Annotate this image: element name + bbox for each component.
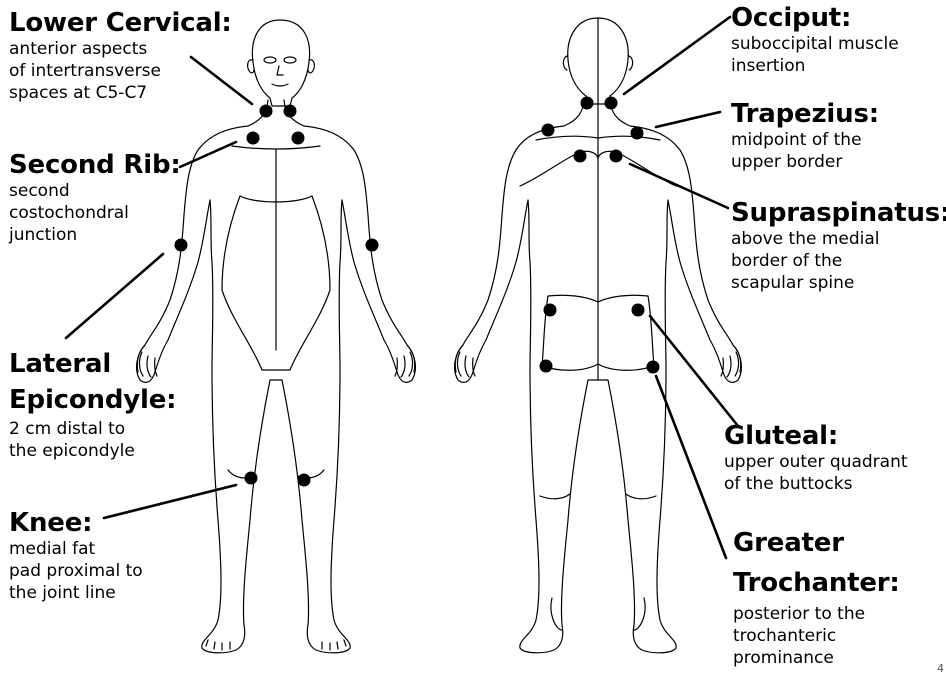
label-description: midpoint of the upper border — [731, 129, 879, 173]
point-trapezius-right — [631, 127, 644, 140]
front-eye-right — [284, 57, 296, 63]
back-heel-right — [634, 598, 645, 630]
leader-greater-trochanter — [656, 376, 726, 558]
back-hand-right — [721, 345, 741, 377]
page-mark: 4 — [937, 662, 944, 675]
front-chest-line — [232, 146, 320, 149]
point-second-rib-right — [292, 132, 305, 145]
label-trapezius: Trapezius: midpoint of the upper border — [731, 99, 879, 173]
front-nose — [277, 66, 283, 75]
front-figure — [137, 20, 416, 653]
leader-second-rib — [180, 142, 236, 167]
point-supraspinatus-left — [574, 150, 587, 163]
point-greater-trochanter-left — [540, 360, 553, 373]
label-title: Second Rib: — [9, 150, 181, 180]
point-supraspinatus-right — [610, 150, 623, 163]
label-title: Occiput: — [731, 3, 899, 33]
point-knee-left — [245, 472, 258, 485]
point-gluteal-right — [632, 304, 645, 317]
front-eye-left — [264, 57, 276, 63]
label-lateral-epicondyle: Lateral Epicondyle: 2 cm distal to the e… — [9, 346, 176, 462]
label-title: Gluteal: — [724, 421, 908, 451]
front-mouth — [272, 84, 288, 86]
front-head — [252, 20, 309, 106]
point-occiput-right — [605, 97, 618, 110]
point-second-rib-left — [247, 132, 260, 145]
label-description: anterior aspects of intertransverse spac… — [9, 38, 232, 104]
point-lateral-epicondyle-right — [366, 239, 379, 252]
leader-trapezius — [656, 112, 720, 127]
point-gluteal-left — [544, 304, 557, 317]
label-gluteal: Gluteal: upper outer quadrant of the but… — [724, 421, 908, 495]
back-knee-right — [626, 494, 656, 499]
label-title: Lower Cervical: — [9, 8, 232, 38]
label-title: Lateral Epicondyle: — [9, 346, 176, 418]
label-description: 2 cm distal to the epicondyle — [9, 418, 176, 462]
point-lower-cervical-right — [284, 105, 297, 118]
back-hand-left — [455, 345, 475, 377]
label-description: upper outer quadrant of the buttocks — [724, 451, 908, 495]
label-description: second costochondral junction — [9, 180, 181, 246]
back-heel-left — [551, 598, 562, 630]
tender-points — [175, 97, 660, 487]
front-toes-left — [206, 640, 230, 650]
leader-occiput — [624, 17, 730, 94]
label-knee: Knee: medial fat pad proximal to the joi… — [9, 508, 143, 604]
point-lower-cervical-left — [260, 105, 273, 118]
point-knee-right — [298, 474, 311, 487]
label-title: Trapezius: — [731, 99, 879, 129]
label-description: above the medial border of the scapular … — [731, 228, 946, 294]
label-lower-cervical: Lower Cervical: anterior aspects of inte… — [9, 8, 232, 104]
label-title: Supraspinatus: — [731, 198, 946, 228]
back-knee-left — [540, 494, 570, 499]
label-occiput: Occiput: suboccipital muscle insertion — [731, 3, 899, 77]
label-title: Knee: — [9, 508, 143, 538]
label-greater-trochanter: Greater Trochanter: posterior to the tro… — [733, 523, 900, 669]
point-trapezius-left — [542, 124, 555, 137]
back-figure — [455, 18, 742, 653]
front-hand-right — [395, 345, 415, 377]
leader-supraspinatus — [630, 164, 728, 208]
label-supraspinatus: Supraspinatus: above the medial border o… — [731, 198, 946, 294]
leader-lateral-epicondyle — [66, 254, 163, 338]
front-toes-right — [322, 640, 346, 650]
point-occiput-left — [581, 97, 594, 110]
point-greater-trochanter-right — [647, 361, 660, 374]
label-description: medial fat pad proximal to the joint lin… — [9, 538, 143, 604]
label-description: suboccipital muscle insertion — [731, 33, 899, 77]
label-description: posterior to the trochanteric prominance — [733, 603, 900, 669]
label-title: Greater Trochanter: — [733, 523, 900, 603]
label-second-rib: Second Rib: second costochondral junctio… — [9, 150, 181, 246]
